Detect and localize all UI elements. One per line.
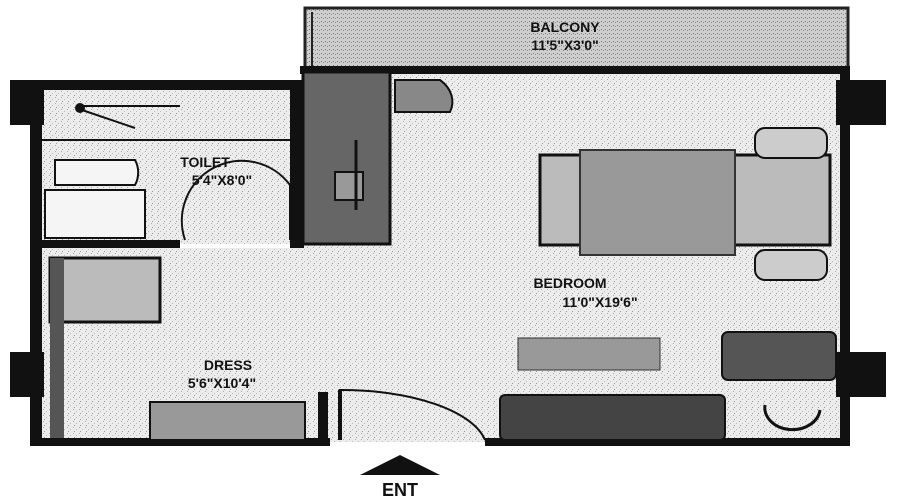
balcony-door (394, 79, 454, 113)
side-table (763, 404, 822, 432)
toilet-door (180, 159, 291, 241)
entrance-door (339, 388, 486, 441)
dress-size: 5'6"X10'4" (188, 375, 256, 391)
dress-shelf (50, 258, 64, 438)
nightstand-top (754, 127, 828, 159)
entrance-arrow-icon (360, 455, 440, 475)
bedroom-name: BEDROOM (533, 275, 606, 291)
toilet-name: TOILET (180, 154, 230, 170)
wardrobe (48, 256, 162, 324)
toilet-size: 5'4"X8'0" (192, 172, 252, 188)
tv-unit (334, 171, 364, 201)
sofa (499, 394, 726, 441)
balcony-floor (303, 6, 850, 72)
dress-counter (149, 401, 306, 441)
balcony-size: 11'5"X3'0" (531, 37, 598, 53)
bedroom-size: 11'0"X19'6" (562, 294, 637, 310)
coffee-table (517, 337, 661, 371)
walls (10, 66, 886, 446)
bed-sheet (579, 149, 736, 256)
entrance-label: ENT (382, 480, 418, 500)
partition-column (301, 70, 392, 246)
dress-name: DRESS (204, 357, 252, 373)
wc-icon (54, 159, 140, 186)
balcony-name: BALCONY (530, 19, 600, 35)
nightstand-bottom (754, 249, 828, 281)
armchair (721, 331, 837, 381)
washbasin-icon (44, 189, 146, 239)
